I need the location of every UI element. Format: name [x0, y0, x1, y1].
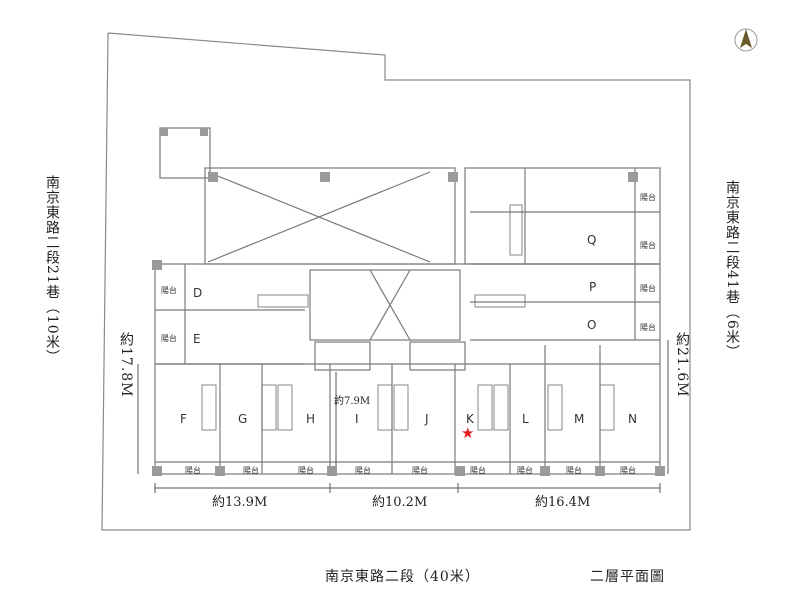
unit-label-k: K [466, 412, 474, 426]
balcony-label-q2: 陽台 [640, 241, 656, 250]
unit-label-m: M [574, 412, 585, 426]
unit-label-g: G [238, 412, 248, 426]
site-boundary [101, 32, 691, 531]
unit-label-l: L [522, 412, 529, 426]
unit-label-d: D [193, 286, 203, 300]
balcony-label-j: 陽台 [412, 466, 428, 475]
balcony-label-n: 陽台 [620, 466, 636, 475]
dimension-span-1: 約13.9M [210, 491, 270, 510]
dimension-span-3: 約16.4M [533, 491, 593, 510]
street-label-bottom: 南京東路二段（40米） [325, 569, 480, 585]
unit-label-h: H [306, 412, 316, 426]
balcony-label-d: 陽台 [161, 286, 177, 295]
balcony-label-k: 陽台 [470, 466, 486, 475]
dimension-corridor: 約7.9M [332, 392, 373, 407]
unit-label-q: Q [587, 233, 597, 247]
dimension-depth-left: 約17.8M [118, 332, 134, 398]
north-arrow-icon [734, 28, 758, 52]
building-outline [154, 127, 661, 475]
balcony-label-o: 陽台 [640, 323, 656, 332]
balcony-label-q1: 陽台 [640, 193, 656, 202]
unit-label-n: N [628, 412, 637, 426]
structural-columns [152, 128, 665, 476]
unit-label-i: I [355, 412, 359, 426]
plan-title: 二層平面圖 [590, 569, 665, 585]
stair-runs [201, 204, 615, 431]
unit-label-e: E [193, 332, 201, 346]
unit-label-f: F [180, 412, 187, 426]
balcony-label-h: 陽台 [298, 466, 314, 475]
balcony-label-e: 陽台 [161, 334, 177, 343]
dimension-span-2: 約10.2M [370, 491, 430, 510]
balcony-label-g: 陽台 [243, 466, 259, 475]
balcony-label-m: 陽台 [566, 466, 582, 475]
unit-marker-star-icon: ★ [461, 424, 475, 442]
street-label-left: 南京東路二段21巷（10米） [44, 175, 60, 365]
unit-label-o: O [587, 318, 597, 332]
unit-label-p: P [589, 280, 597, 294]
balcony-label-l: 陽台 [517, 466, 533, 475]
unit-label-j: J [425, 412, 429, 426]
street-label-right: 南京東路二段41巷（6米） [724, 180, 740, 360]
balcony-label-i: 陽台 [355, 466, 371, 475]
dimension-depth-right: 約21.6M [674, 332, 690, 398]
balcony-label-f: 陽台 [185, 466, 201, 475]
balcony-label-p: 陽台 [640, 284, 656, 293]
